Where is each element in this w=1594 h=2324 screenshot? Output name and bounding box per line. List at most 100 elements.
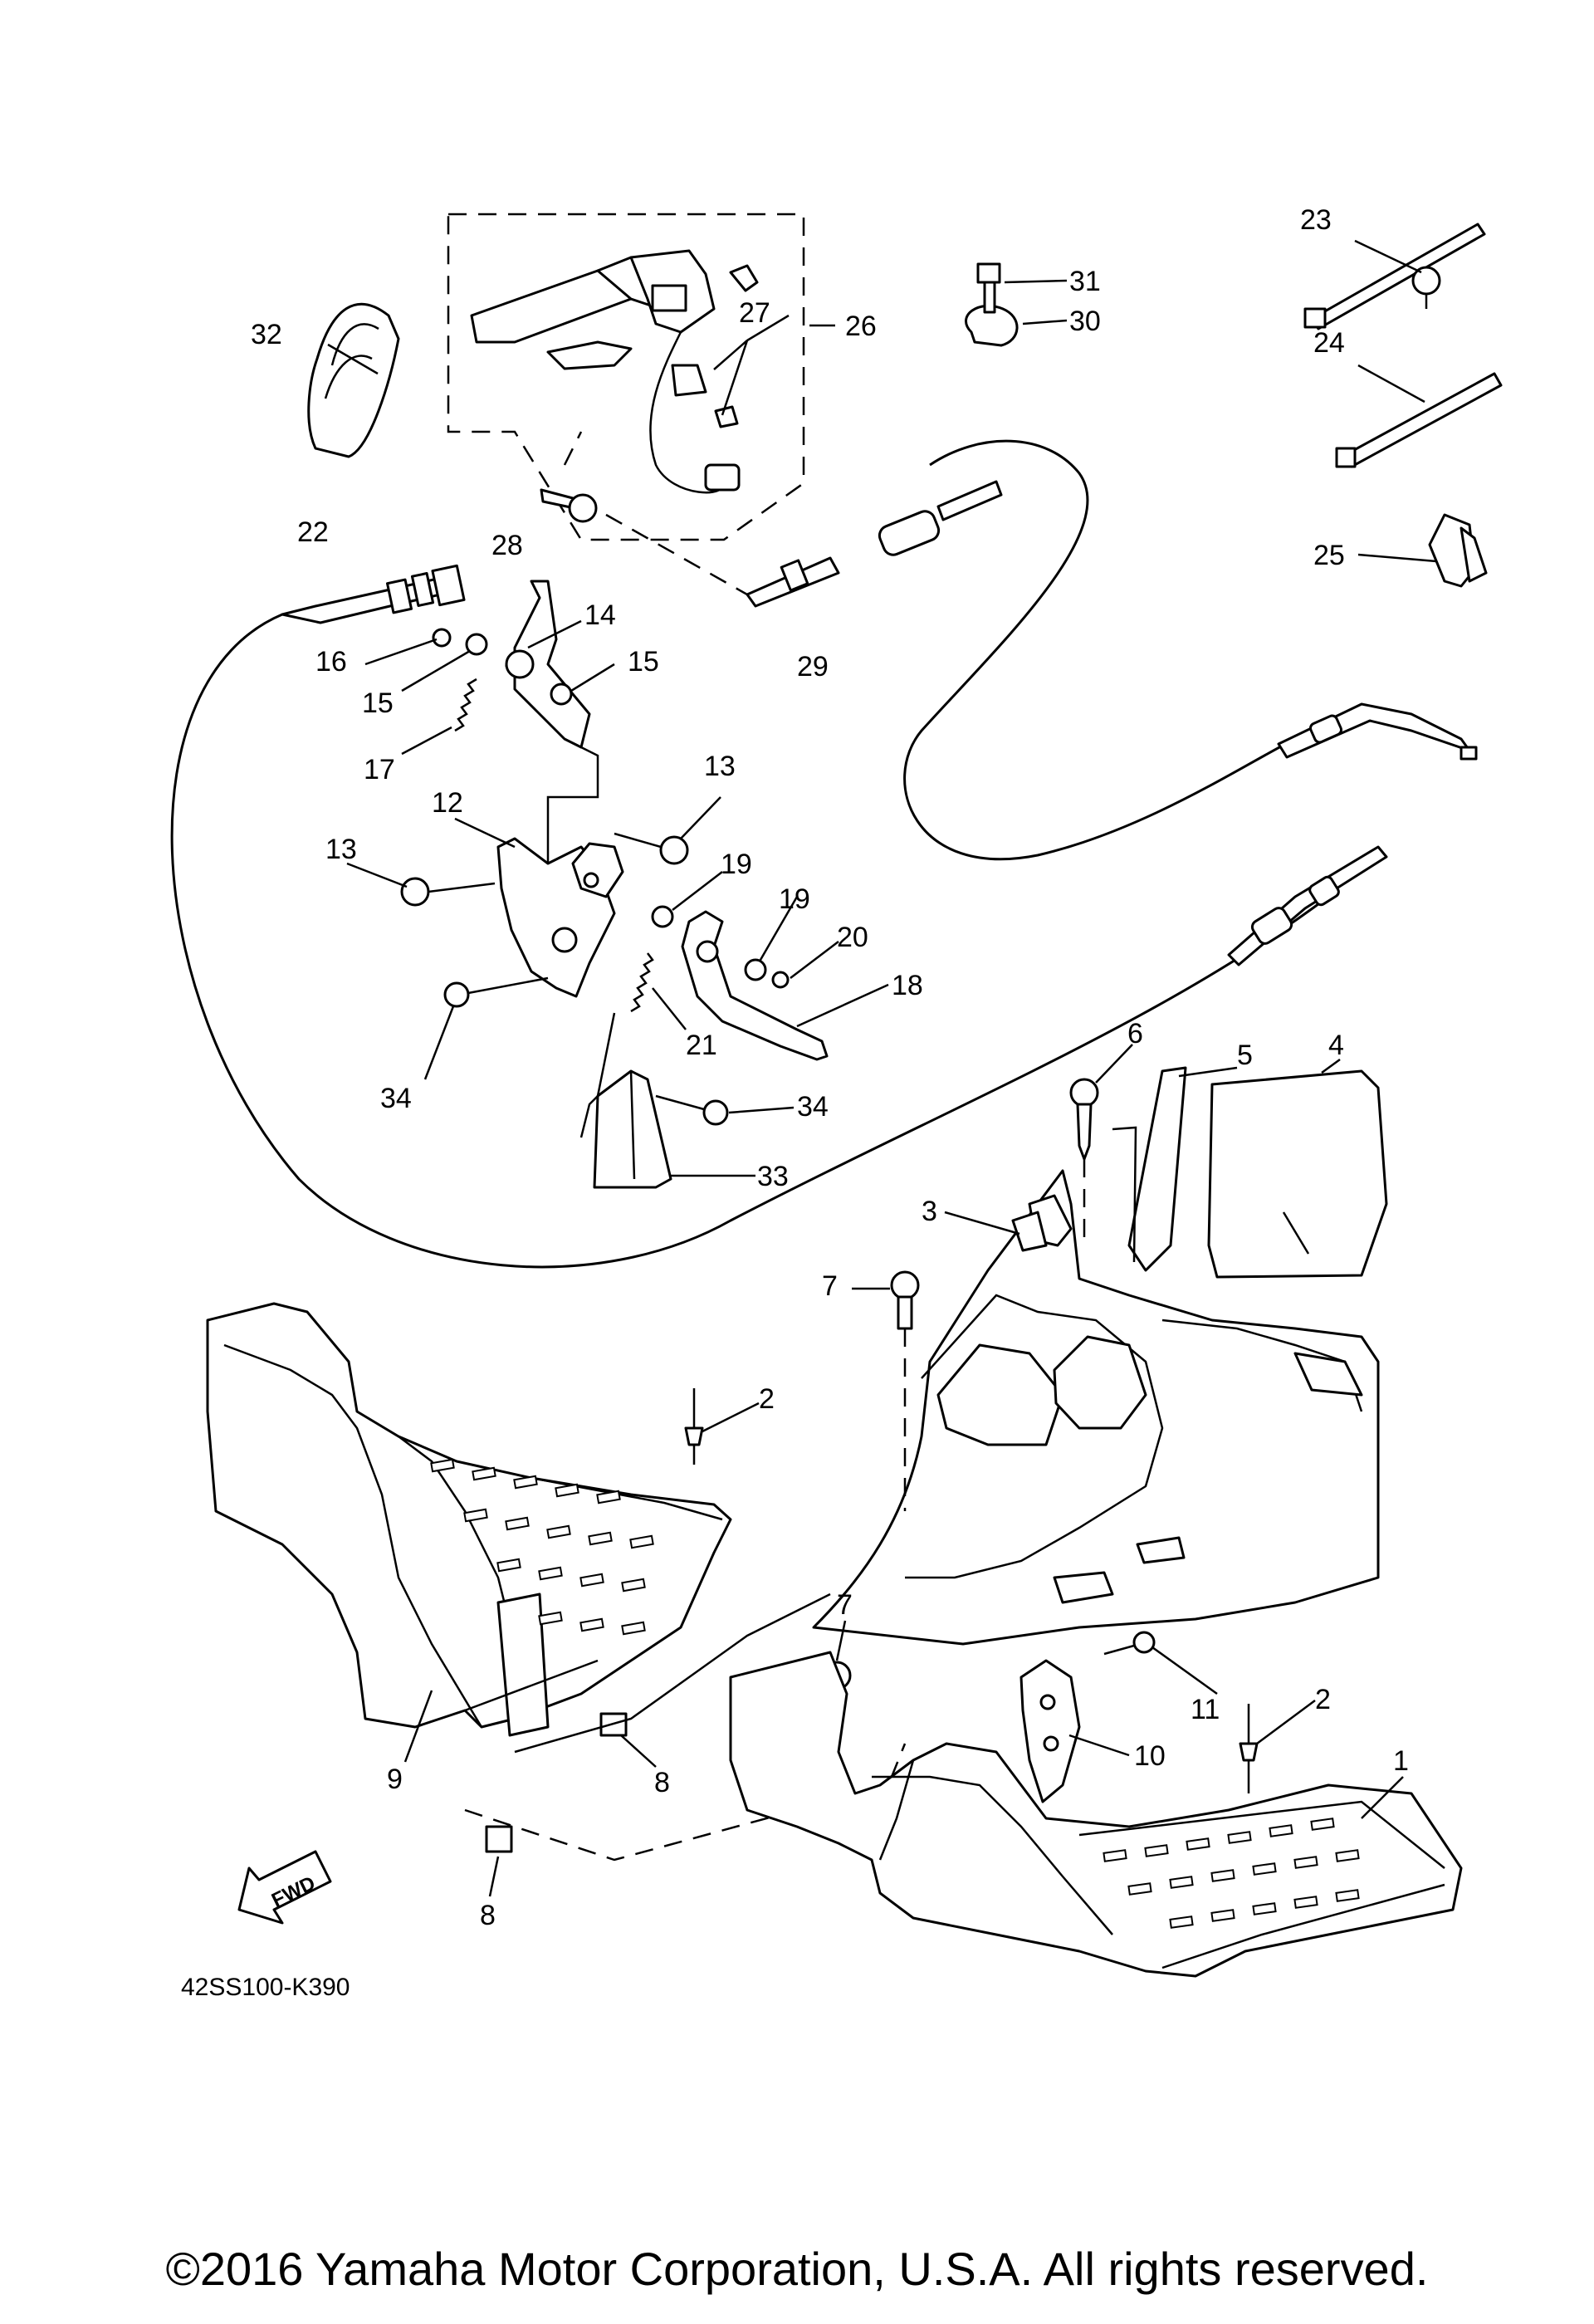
callout-28: 28 <box>491 530 523 561</box>
callout-7b: 7 <box>837 1589 853 1621</box>
spring-21 <box>630 952 654 1013</box>
bracket-10 <box>1019 1659 1081 1803</box>
callout-18: 18 <box>892 970 923 1001</box>
callout-2b: 2 <box>1315 1684 1331 1715</box>
callout-25: 25 <box>1313 540 1345 571</box>
callout-8a: 8 <box>654 1767 670 1798</box>
callout-13a: 13 <box>325 834 357 865</box>
leader-8a <box>620 1734 657 1768</box>
callout-22: 22 <box>297 516 329 548</box>
clip-25 <box>1428 513 1488 588</box>
bolt-34a <box>443 976 549 1008</box>
leader-10 <box>1068 1734 1130 1757</box>
cable-adjuster-29 <box>746 480 1003 608</box>
callout-14: 14 <box>584 599 616 631</box>
leader-8b <box>488 1856 500 1897</box>
callout-11: 11 <box>1191 1694 1220 1725</box>
guide-29 <box>605 513 748 596</box>
callout-31: 31 <box>1069 266 1101 297</box>
callout-5: 5 <box>1237 1040 1253 1071</box>
leader-25 <box>1357 553 1437 563</box>
clip-20 <box>771 971 790 989</box>
callout-23: 23 <box>1300 204 1332 236</box>
leader-15b <box>570 663 615 692</box>
footrest-1-grate <box>1103 1818 1360 1929</box>
leader-1 <box>1361 1776 1404 1819</box>
spring-17 <box>454 678 477 732</box>
leader-13a <box>346 862 408 888</box>
callout-24: 24 <box>1313 327 1345 359</box>
leader-21 <box>652 987 687 1030</box>
bolt-34b <box>655 1094 729 1126</box>
leader-27b <box>721 340 749 416</box>
bolt-28 <box>540 488 598 523</box>
leader-20 <box>790 941 839 979</box>
leader-6 <box>1095 1044 1133 1084</box>
leader-32 <box>327 343 379 375</box>
diagram-code: 42SS100-K390 <box>181 1974 350 2001</box>
callout-3: 3 <box>922 1196 937 1227</box>
fwd-arrow-icon: FWD <box>237 1850 332 1925</box>
bolt-13b <box>614 832 689 865</box>
leader-12 <box>454 817 516 849</box>
bracket-12 <box>496 837 624 998</box>
leader-5 <box>1178 1066 1238 1078</box>
callout-15b: 15 <box>628 646 659 678</box>
callout-7a: 7 <box>822 1270 838 1302</box>
callout-27: 27 <box>739 297 770 329</box>
leader-34a <box>423 1005 455 1080</box>
screw-6 <box>1069 1078 1099 1161</box>
leader-24 <box>1357 364 1425 404</box>
callout-12: 12 <box>432 787 463 819</box>
callout-29: 29 <box>797 651 829 683</box>
brake-lever-assembly <box>470 249 759 494</box>
washer-19a <box>651 905 674 928</box>
leader-7b <box>835 1620 847 1661</box>
cable-tie-24 <box>1335 372 1503 468</box>
assembly-box-26 <box>447 213 805 541</box>
bolt-13a <box>400 877 496 907</box>
callout-4: 4 <box>1328 1030 1344 1061</box>
washer-15a <box>465 633 488 656</box>
leader-19a <box>672 871 723 911</box>
leader-17 <box>401 726 452 756</box>
guide-21 <box>579 1012 616 1138</box>
callout-13b: 13 <box>704 751 736 782</box>
leader-34b <box>728 1106 795 1114</box>
leader-9 <box>403 1690 433 1763</box>
leader-11 <box>1151 1646 1218 1695</box>
leader-2b <box>1256 1699 1316 1745</box>
leader-23 <box>1354 239 1422 274</box>
leader-2a <box>702 1402 760 1433</box>
callout-34b: 34 <box>797 1091 829 1123</box>
callout-34a: 34 <box>380 1083 412 1114</box>
copyright-notice: ©2016 Yamaha Motor Corporation, U.S.A. A… <box>165 2243 1429 2295</box>
callout-2a: 2 <box>759 1383 775 1415</box>
callout-1: 1 <box>1393 1745 1409 1777</box>
clamp-30 <box>965 304 1019 347</box>
callout-19b: 19 <box>779 883 810 915</box>
callout-33: 33 <box>757 1161 789 1192</box>
washer-15b <box>550 683 573 706</box>
pin-2b <box>1239 1704 1259 1793</box>
pin-2a <box>684 1388 704 1465</box>
callout-9: 9 <box>387 1764 403 1795</box>
bolt-11 <box>1103 1631 1156 1656</box>
center-console-3 <box>812 1169 1380 1646</box>
bolt-31 <box>976 262 1001 314</box>
cable-tie-23 <box>1303 223 1486 330</box>
cable-loop <box>170 613 1329 1269</box>
footrest-1 <box>729 1651 1463 1978</box>
callout-21: 21 <box>686 1030 717 1061</box>
callout-20: 20 <box>837 922 868 953</box>
cable-fitting-22 <box>281 564 466 624</box>
leader-3 <box>944 1211 1020 1235</box>
leader-16 <box>364 638 438 666</box>
washer-16 <box>432 628 452 648</box>
leader-14 <box>527 619 582 649</box>
washer-19b <box>744 958 767 981</box>
footrest-9-grate <box>430 1458 654 1636</box>
callout-26: 26 <box>845 311 877 342</box>
leader-18 <box>796 983 889 1028</box>
